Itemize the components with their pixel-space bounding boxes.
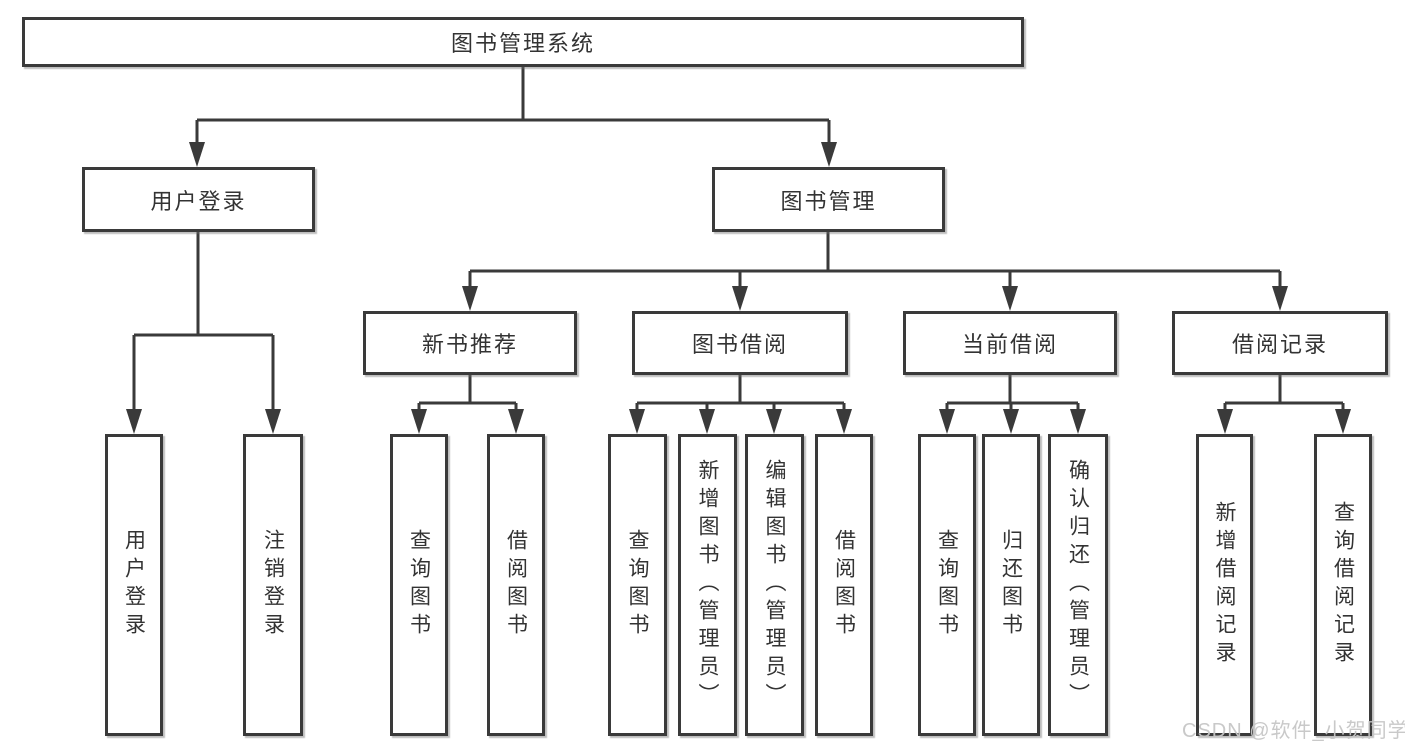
leaf-user-login: 用户登录 <box>105 434 163 736</box>
node-new-book-recommend-label: 新书推荐 <box>421 332 518 357</box>
csdn-watermark: CSDN @软件_小贺同学 <box>1182 720 1405 742</box>
arrow-to-book-management <box>821 142 837 167</box>
arrow-to-bb-borrow <box>836 409 852 434</box>
leaf-bb-query-books-label: 查询图书 <box>626 529 649 641</box>
leaf-logout: 注销登录 <box>243 434 303 736</box>
leaf-bb-query-books: 查询图书 <box>608 434 667 736</box>
leaf-cb-return-books-label: 归还图书 <box>999 529 1023 641</box>
node-borrow-records-label: 借阅记录 <box>1231 332 1328 357</box>
node-current-borrow: 当前借阅 <box>903 311 1117 375</box>
arrow-to-user-login <box>189 142 205 167</box>
leaf-bb-edit-books-label: 编辑图书（管理员） <box>763 459 786 711</box>
leaf-cb-confirm-return: 确认归还（管理员） <box>1048 434 1108 736</box>
arrow-to-new-book <box>462 286 478 311</box>
leaf-br-query-record: 查询借阅记录 <box>1314 434 1372 736</box>
node-root-label: 图书管理系统 <box>450 31 595 56</box>
arrow-to-logout-leaf <box>265 409 281 434</box>
leaf-bb-borrow-books-label: 借阅图书 <box>832 529 856 641</box>
arrow-to-nb-borrow <box>508 409 524 434</box>
leaf-bb-edit-books: 编辑图书（管理员） <box>745 434 804 736</box>
leaf-nb-borrow-books-label: 借阅图书 <box>504 529 528 641</box>
leaf-bb-add-books: 新增图书（管理员） <box>678 434 737 736</box>
leaf-nb-query-books: 查询图书 <box>390 434 448 736</box>
arrow-to-current-borrow <box>1002 286 1018 311</box>
arrow-to-cb-query <box>939 409 955 434</box>
arrow-to-bb-edit <box>766 409 782 434</box>
arrow-to-br-add <box>1217 409 1233 434</box>
arrow-to-user-login-leaf <box>126 409 142 434</box>
leaf-cb-query-books-label: 查询图书 <box>935 529 959 641</box>
node-book-borrow: 图书借阅 <box>632 311 848 375</box>
leaf-br-query-record-label: 查询借阅记录 <box>1331 501 1355 669</box>
node-root: 图书管理系统 <box>22 17 1024 67</box>
arrow-to-bb-query <box>629 409 645 434</box>
leaf-cb-confirm-return-label: 确认归还（管理员） <box>1066 459 1090 711</box>
node-book-borrow-label: 图书借阅 <box>691 332 788 357</box>
leaf-cb-return-books: 归还图书 <box>982 434 1040 736</box>
node-user-login: 用户登录 <box>82 167 315 232</box>
leaf-cb-query-books: 查询图书 <box>918 434 976 736</box>
arrow-to-bb-add <box>699 409 715 434</box>
node-borrow-records: 借阅记录 <box>1172 311 1388 375</box>
connector-root-to-level2 <box>195 67 831 148</box>
arrow-to-br-query <box>1335 409 1351 434</box>
node-new-book-recommend: 新书推荐 <box>363 311 577 375</box>
arrow-to-cb-return <box>1003 409 1019 434</box>
connector-borrow-records-to-leaves <box>1223 375 1345 415</box>
leaf-logout-label: 注销登录 <box>261 529 285 641</box>
arrow-to-book-borrow <box>732 286 748 311</box>
node-current-borrow-label: 当前借阅 <box>961 332 1058 357</box>
node-book-management-label: 图书管理 <box>780 188 877 214</box>
node-user-login-label: 用户登录 <box>150 188 247 214</box>
leaf-nb-query-books-label: 查询图书 <box>407 529 431 641</box>
leaf-bb-borrow-books: 借阅图书 <box>815 434 873 736</box>
arrow-to-nb-query <box>411 409 427 434</box>
leaf-nb-borrow-books: 借阅图书 <box>487 434 545 736</box>
leaf-user-login-label: 用户登录 <box>122 529 146 641</box>
connector-book-borrow-to-leaves <box>635 375 846 415</box>
arrowheads <box>126 142 1351 434</box>
leaf-bb-add-books-label: 新增图书（管理员） <box>696 459 719 711</box>
node-book-management: 图书管理 <box>712 167 945 232</box>
connector-new-book-to-leaves <box>417 375 518 415</box>
arrow-to-cb-confirm <box>1070 409 1086 434</box>
leaf-br-add-record-label: 新增借阅记录 <box>1213 501 1236 669</box>
connector-user-login-to-leaves <box>132 232 275 415</box>
connector-book-management-to-level3 <box>468 232 1282 292</box>
leaf-br-add-record: 新增借阅记录 <box>1196 434 1253 736</box>
arrow-to-borrow-records <box>1272 286 1288 311</box>
